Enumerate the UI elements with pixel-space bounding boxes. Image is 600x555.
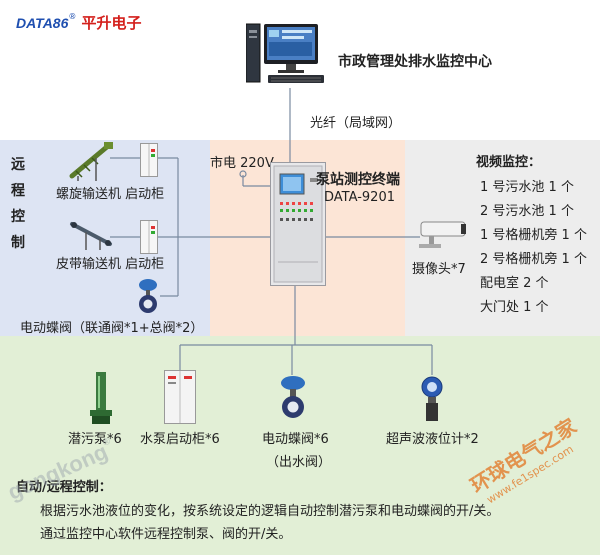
screw-conveyor-icon bbox=[69, 142, 113, 181]
starter-cabinet-label: 启动柜 bbox=[125, 187, 165, 202]
butterfly-valve-label: 电动蝶阀（联通阀*1+总阀*2） bbox=[20, 321, 204, 336]
registered-mark: ® bbox=[68, 12, 77, 21]
vertical-char: 程 bbox=[11, 183, 25, 199]
description-line-1: 根据污水池液位的变化，按系统设定的逻辑自动控制潜污泵和电动蝶阀的开/关。 bbox=[40, 504, 500, 519]
camera-label: 摄像头*7 bbox=[412, 262, 466, 277]
monitoring-center-title: 市政管理处排水监控中心 bbox=[338, 54, 492, 70]
vertical-char: 制 bbox=[11, 235, 25, 251]
computer-icon bbox=[246, 23, 324, 83]
power-label: 市电 220V bbox=[210, 156, 274, 171]
terminal-cabinet-icon bbox=[270, 162, 326, 286]
description-line-2: 通过监控中心软件远程控制泵、阀的开/关。 bbox=[40, 527, 292, 542]
submersible-pump-icon bbox=[90, 372, 112, 424]
description-title: 自动/远程控制： bbox=[16, 480, 112, 495]
vertical-char: 远 bbox=[11, 157, 25, 173]
video-monitoring-title: 视频监控： bbox=[476, 155, 542, 170]
electric-valve-icon bbox=[281, 376, 305, 418]
starter-cabinet-icon bbox=[140, 220, 158, 254]
video-camera-location: 配电室 2 个 bbox=[480, 276, 549, 291]
starter-cabinet-icon bbox=[140, 143, 158, 177]
level-meter-icon bbox=[421, 376, 443, 421]
brand-logo-en: DATA86 bbox=[16, 15, 69, 31]
remote-control-vertical-label: 远 程 控 制 bbox=[10, 152, 26, 256]
video-camera-location: 1 号格栅机旁 1 个 bbox=[480, 228, 587, 243]
network-label: 光纤（局域网） bbox=[310, 116, 402, 131]
electric-valve-label: 电动蝶阀*6 bbox=[262, 432, 329, 447]
power-plug-icon bbox=[239, 170, 247, 178]
terminal-model: DATA-9201 bbox=[324, 190, 395, 205]
brand-logo: DATA86® 平升电子 bbox=[16, 12, 142, 33]
belt-conveyor-icon bbox=[70, 222, 112, 250]
electric-valve-sublabel: （出水阀） bbox=[266, 455, 332, 470]
belt-conveyor-label: 皮带输送机 启动柜 bbox=[56, 253, 164, 272]
video-camera-location: 2 号污水池 1 个 bbox=[480, 204, 574, 219]
vertical-char: 控 bbox=[11, 209, 25, 225]
camera-icon bbox=[419, 221, 466, 248]
remote-control-zone bbox=[0, 140, 210, 336]
pump-cabinet-icon bbox=[164, 370, 196, 424]
starter-cabinet-label: 启动柜 bbox=[125, 257, 165, 272]
video-camera-location: 1 号污水池 1 个 bbox=[480, 180, 574, 195]
screw-conveyor-name: 螺旋输送机 bbox=[56, 187, 122, 202]
brand-logo-cn: 平升电子 bbox=[81, 14, 142, 32]
video-camera-location: 2 号格栅机旁 1 个 bbox=[480, 252, 587, 267]
terminal-title: 泵站测控终端 bbox=[316, 172, 400, 188]
video-zone bbox=[405, 140, 600, 336]
butterfly-valve-icon bbox=[139, 279, 157, 313]
pump-cabinet-label: 水泵启动柜*6 bbox=[140, 432, 220, 447]
level-meter-label: 超声波液位计*2 bbox=[386, 432, 479, 447]
submersible-pump-label: 潜污泵*6 bbox=[68, 432, 122, 447]
screw-conveyor-label: 螺旋输送机 启动柜 bbox=[56, 183, 164, 202]
video-camera-location: 大门处 1 个 bbox=[480, 300, 549, 315]
belt-conveyor-name: 皮带输送机 bbox=[56, 257, 122, 272]
